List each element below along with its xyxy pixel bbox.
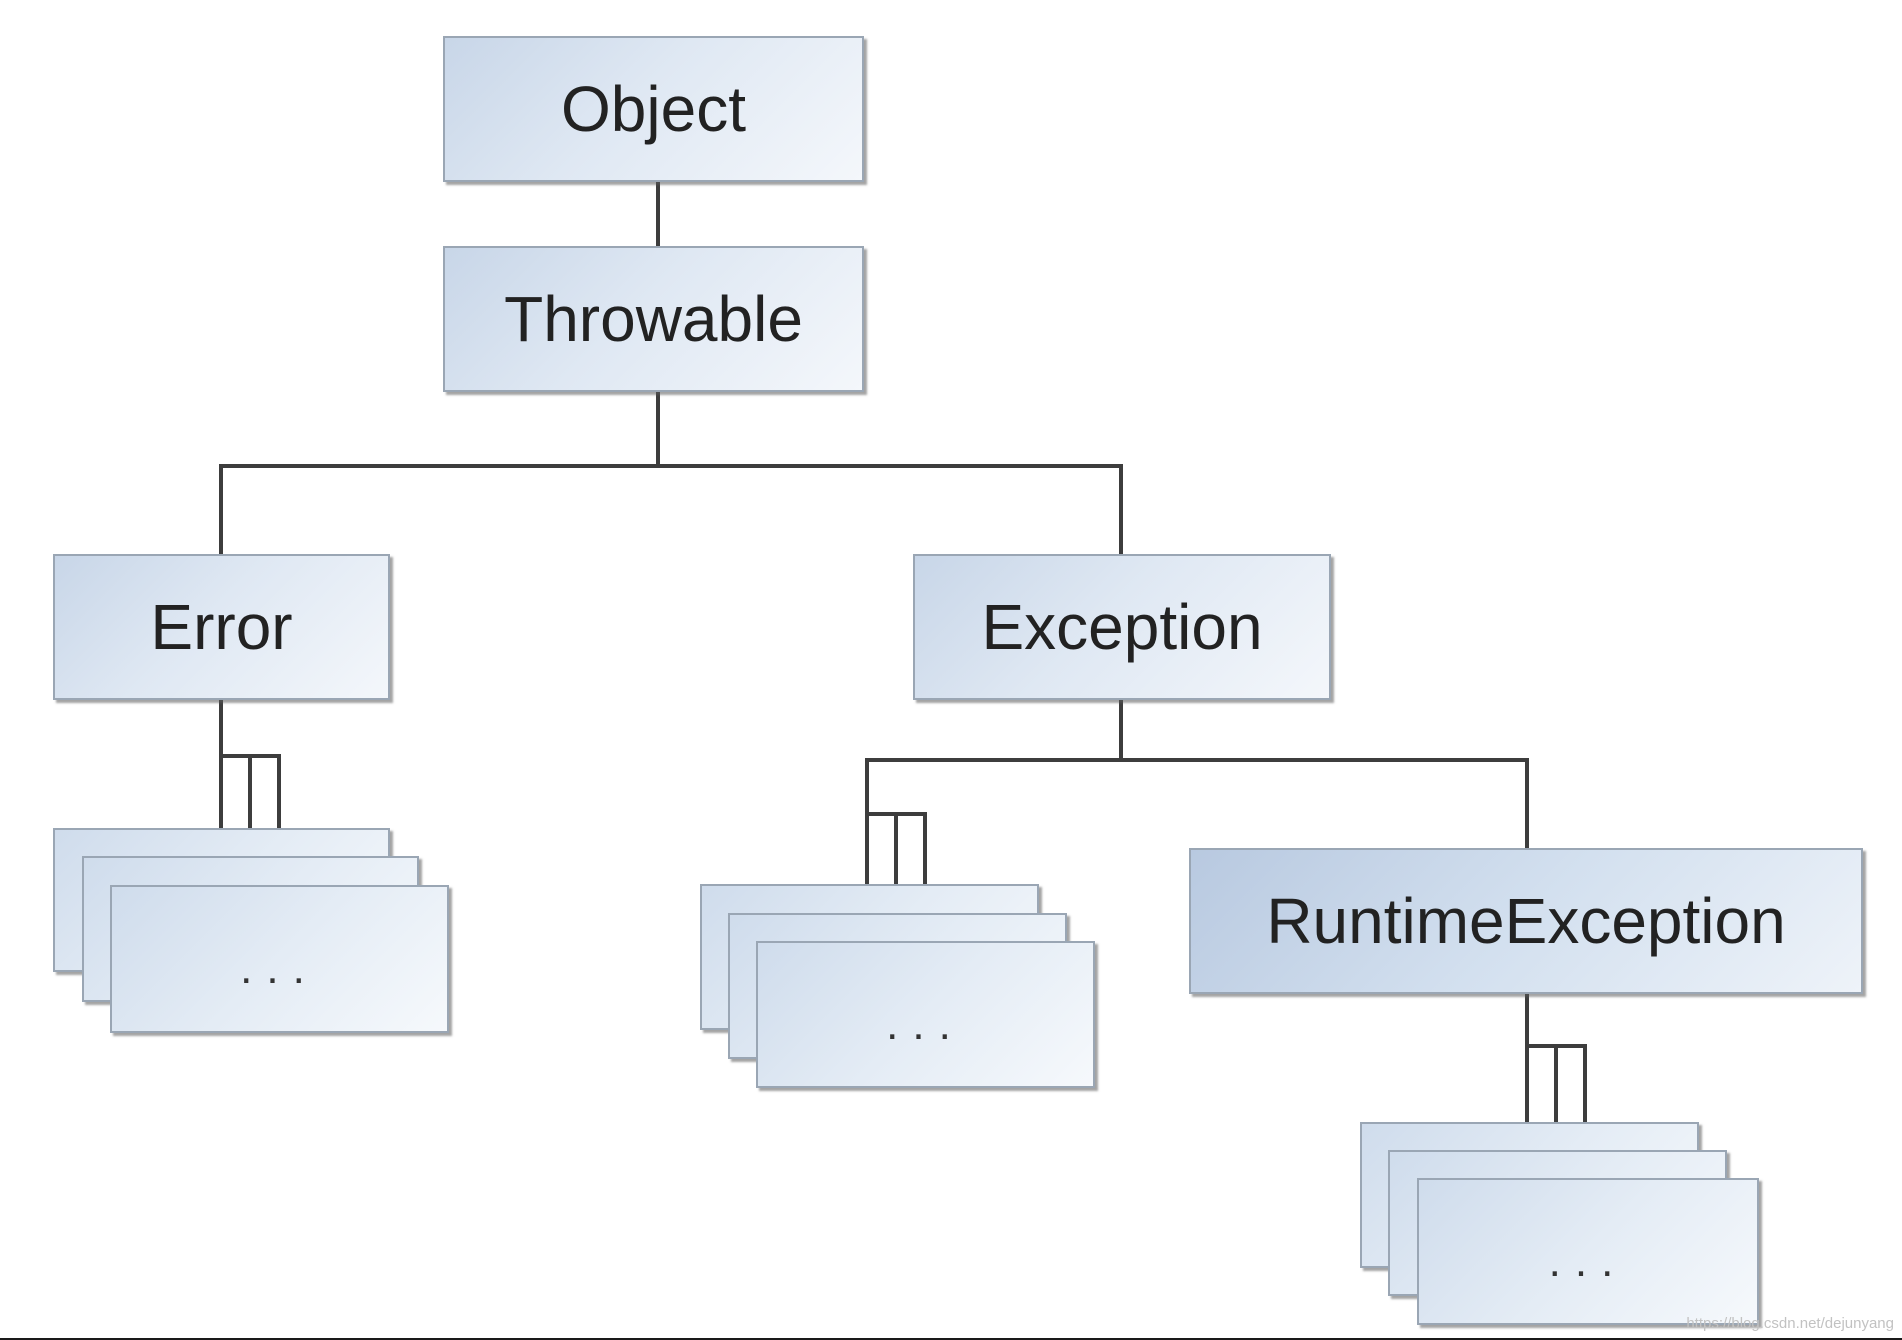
runtime-subclass-card-front: ... [1417, 1178, 1759, 1325]
connector-error-sub-3 [277, 754, 281, 886]
node-object-label: Object [561, 73, 746, 145]
error-subclass-card-front: ... [110, 885, 449, 1033]
connector-runtime-sub-2 [1554, 1044, 1558, 1150]
connector-runtime-sub-3 [1583, 1044, 1587, 1178]
connector-to-exception [1119, 464, 1123, 556]
connector-exception-down [1119, 698, 1123, 760]
connector-throwable-down [656, 390, 660, 468]
connector-object-throwable [656, 180, 660, 248]
node-exception-label: Exception [981, 591, 1263, 663]
node-exception: Exception [913, 554, 1331, 700]
node-object: Object [443, 36, 864, 182]
node-throwable-label: Throwable [504, 283, 803, 355]
connector-exception-sub-2 [894, 812, 898, 916]
node-throwable: Throwable [443, 246, 864, 392]
node-error: Error [53, 554, 390, 700]
connector-to-error [219, 464, 223, 556]
watermark: https://blog.csdn.net/dejunyang [1686, 1315, 1894, 1332]
connector-exception-branch [865, 758, 1529, 762]
connector-to-runtime [1525, 758, 1529, 848]
connector-error-down [219, 698, 223, 828]
node-runtime-exception: RuntimeException [1189, 848, 1863, 994]
error-subclass-ellipsis: ... [240, 944, 319, 993]
connector-exception-sub-1 [865, 758, 869, 884]
exception-subclass-ellipsis: ... [886, 999, 965, 1049]
bottom-divider [0, 1338, 1902, 1340]
connector-throwable-branch [219, 464, 1123, 468]
connector-exception-sub-3 [923, 812, 927, 942]
node-runtime-exception-label: RuntimeException [1266, 885, 1786, 957]
connector-error-sub-2 [248, 754, 252, 856]
runtime-subclass-ellipsis: ... [1548, 1236, 1628, 1286]
exception-subclass-card-front: ... [756, 941, 1095, 1088]
connector-runtime-down [1525, 990, 1529, 1122]
node-error-label: Error [150, 591, 293, 663]
